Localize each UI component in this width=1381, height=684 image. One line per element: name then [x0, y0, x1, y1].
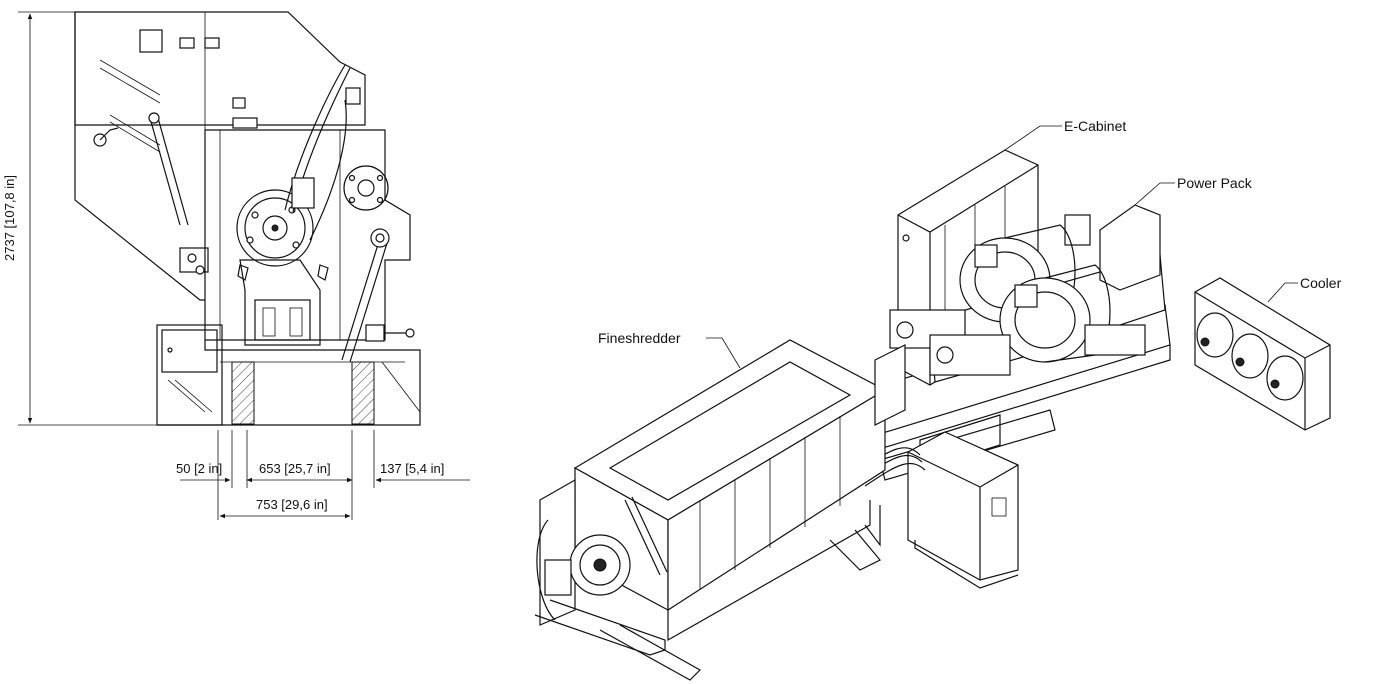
side-elevation-view — [74, 11, 421, 426]
power-pack — [889, 204, 1166, 383]
callout-fineshredder: Fineshredder — [598, 330, 681, 346]
dimension-gap-right-label: 137 [5,4 in] — [380, 461, 444, 476]
dimension-gap-left-label: 50 [2 in] — [176, 461, 222, 476]
callout-cooler: Cooler — [1300, 275, 1342, 291]
dimension-height-label: 2737 [107,8 in] — [2, 175, 17, 261]
isometric-view — [534, 149, 1331, 681]
cooler — [1194, 277, 1331, 431]
dimension-outer-width-label: 753 [29,6 in] — [256, 497, 328, 512]
callout-e-cabinet: E-Cabinet — [1064, 118, 1126, 134]
fineshredder — [534, 339, 887, 681]
control-box — [907, 431, 1019, 589]
dimension-inner-width-label: 653 [25,7 in] — [259, 461, 331, 476]
dimension-lines — [18, 11, 470, 520]
callout-leaders — [706, 125, 1298, 369]
callout-power-pack: Power Pack — [1177, 175, 1253, 191]
